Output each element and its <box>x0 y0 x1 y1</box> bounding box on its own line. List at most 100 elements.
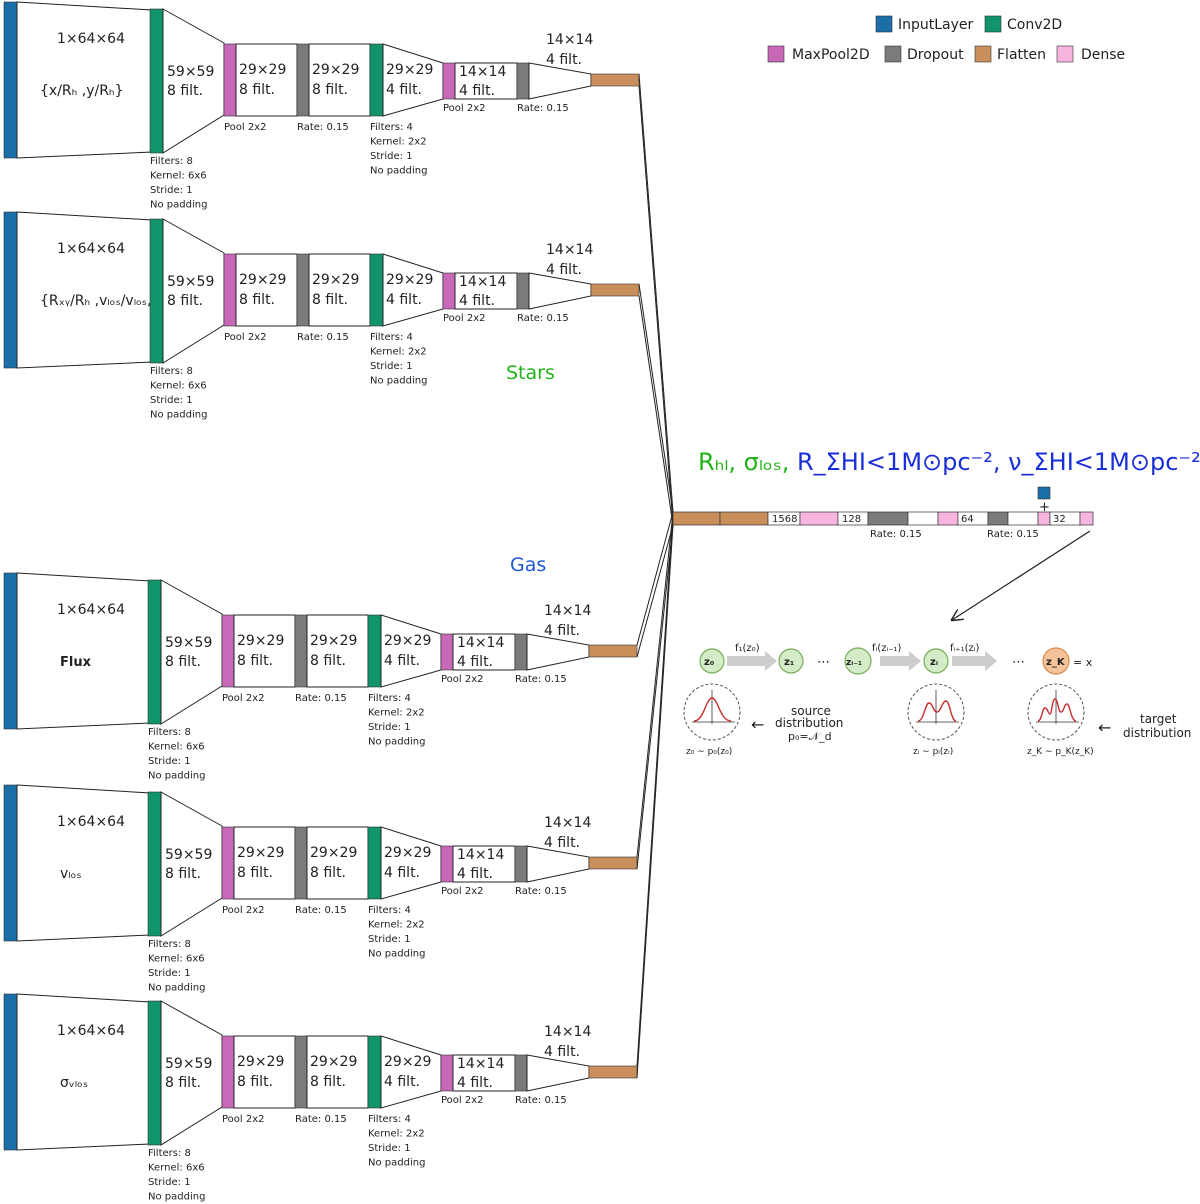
legend-label-conv2d: Conv2D <box>1007 17 1062 33</box>
normalizing-flow: f₁(z₀) fᵢ(zᵢ₋₁) fᵢ₊₁(zᵢ) z₀ z₁ ⋯ zᵢ₋₁ zᵢ… <box>683 643 1191 757</box>
dense-head: 1568 128 64 32 Rate: 0.15 Rate: 0.15 + <box>672 486 1094 540</box>
flow-node-z0-label: z₀ <box>704 657 714 668</box>
conv1-param-label: Stride: 1 <box>150 185 193 196</box>
target-distribution-plot <box>1027 683 1085 741</box>
cnn-branch: 1×64×64{Rₓᵧ/Rₕ ,vₗₒₛ/vₗₒₛ,₉₈}59×598 filt… <box>3 211 640 421</box>
conv2-out-shape: 29×29 <box>386 272 433 288</box>
pool2-label: Pool 2x2 <box>441 1095 484 1106</box>
conv2-out-shape: 29×29 <box>386 62 433 78</box>
conv2-param-label: No padding <box>370 376 427 387</box>
pool1-label: Pool 2x2 <box>224 122 267 133</box>
flow-ellipsis-2: ⋯ <box>1012 655 1025 670</box>
conv1-block <box>147 579 162 725</box>
pool1-out-shape: 29×29 <box>239 62 286 78</box>
legend-label-inputlayer: InputLayer <box>898 17 974 33</box>
final-out-shape: 14×14 <box>544 815 591 831</box>
cnn-branch: 1×64×64{x/Rₕ ,y/Rₕ}59×598 filt.Filters: … <box>3 1 640 211</box>
dropout2-block <box>514 1054 528 1092</box>
dropout1-out-filters: 8 filt. <box>312 82 348 98</box>
legend-item-maxpool2d: MaxPool2D <box>767 45 870 63</box>
converge-line <box>636 524 674 658</box>
conv1-out-shape: 59×59 <box>165 847 212 863</box>
legend-label-maxpool2d: MaxPool2D <box>792 47 870 63</box>
pool1-output-box <box>233 826 296 900</box>
source-distribution-plot <box>683 683 741 741</box>
dropout2-to-flatten-trapezoid <box>526 1054 590 1092</box>
head-empty-box-1 <box>907 511 939 526</box>
dropout1-block <box>294 1035 308 1109</box>
conv1-out-shape: 59×59 <box>167 274 214 290</box>
dropout2-block <box>516 62 530 100</box>
conv1-out-filters: 8 filt. <box>165 1075 201 1091</box>
dropout1-block <box>296 43 310 117</box>
conv1-param-label: Filters: 8 <box>148 727 191 738</box>
flow-arrow-3 <box>952 651 997 671</box>
pool2-block <box>440 845 454 883</box>
dropout1-block <box>296 253 310 327</box>
conv1-block <box>149 218 164 364</box>
source-dist-sample-label: z₀ ∼ p₀(z₀) <box>686 747 732 757</box>
pool2-block <box>440 633 454 671</box>
source-label-line-2: distribution <box>775 716 843 730</box>
final-out-filters: 4 filt. <box>544 1044 580 1060</box>
flow-arrow-1 <box>727 651 777 671</box>
conv1-to-pool-trapezoid <box>162 218 225 364</box>
pool2-out-shape: 14×14 <box>457 635 504 651</box>
head-dropout-block-1 <box>867 511 909 526</box>
intermediate-dist-circle <box>907 683 965 741</box>
legend-item-flatten: Flatten <box>974 45 1046 63</box>
dropout1-out-filters: 8 filt. <box>310 865 346 881</box>
dropout2-to-flatten-trapezoid <box>526 633 590 671</box>
intermediate-dist-curve <box>917 700 957 722</box>
pool1-output-box <box>235 253 298 327</box>
conv1-param-label: Stride: 1 <box>148 1177 191 1188</box>
dropout2-to-flatten-trapezoid <box>528 62 592 100</box>
pool1-out-shape: 29×29 <box>237 1054 284 1070</box>
input-shape-label: 1×64×64 <box>57 31 125 47</box>
legend-item-inputlayer: InputLayer <box>875 15 974 33</box>
dropout1-label: Rate: 0.15 <box>295 905 347 916</box>
dropout1-block <box>294 826 308 900</box>
conv1-to-pool-trapezoid <box>160 1000 223 1146</box>
head-dense-block-2 <box>937 511 959 526</box>
target-label-line-1: target <box>1140 712 1177 726</box>
conv1-param-label: Stride: 1 <box>148 756 191 767</box>
legend-label-flatten: Flatten <box>997 47 1046 63</box>
dropout1-out-shape: 29×29 <box>312 62 359 78</box>
head-dense-1568-label: 1568 <box>772 514 797 525</box>
flow-ellipsis-1: ⋯ <box>817 655 830 670</box>
dropout1-label: Rate: 0.15 <box>297 332 349 343</box>
converge-line <box>636 524 674 870</box>
conv1-param-label: No padding <box>150 410 207 421</box>
conv1-param-label: No padding <box>150 200 207 211</box>
flow-arrow-label-1: f₁(z₀) <box>735 643 760 654</box>
final-out-filters: 4 filt. <box>544 835 580 851</box>
flow-node-z0 <box>699 648 725 674</box>
head-flatten-block-2 <box>719 511 769 526</box>
conv2-out-filters: 4 filt. <box>386 82 422 98</box>
output-params-gas: R_ΣHI<1M⊙pc⁻², ν_ΣHI<1M⊙pc⁻², σₗₒₛ <box>797 448 1200 476</box>
head-empty-box-2 <box>1007 511 1039 526</box>
flow-node-zi-label: zᵢ <box>930 657 938 668</box>
converge-line <box>636 511 674 858</box>
conv1-to-pool-trapezoid <box>160 791 223 937</box>
input-layer-block <box>3 784 18 942</box>
input-variable-label: {x/Rₕ ,y/Rₕ} <box>40 83 124 99</box>
pool1-label: Pool 2x2 <box>222 1114 265 1125</box>
conv1-out-filters: 8 filt. <box>167 83 203 99</box>
conv1-param-label: Filters: 8 <box>148 1148 191 1159</box>
output-params-title: Rₕₗ, σₗₒₛ, R_ΣHI<1M⊙pc⁻², ν_ΣHI<1M⊙pc⁻²,… <box>698 448 1200 476</box>
conv2-out-filters: 4 filt. <box>386 292 422 308</box>
extra-input-square <box>1037 486 1051 500</box>
legend-label-dense: Dense <box>1081 47 1125 63</box>
dropout2-label: Rate: 0.15 <box>515 674 567 685</box>
conv2-out-filters: 4 filt. <box>384 865 420 881</box>
legend-swatch-dropout <box>884 45 902 63</box>
legend-item-dropout: Dropout <box>884 45 964 63</box>
dropout1-output-box <box>306 1035 369 1109</box>
conv1-to-pool-trapezoid <box>160 579 223 725</box>
conv1-out-shape: 59×59 <box>167 64 214 80</box>
pool1-out-filters: 8 filt. <box>237 653 273 669</box>
conv1-param-label: No padding <box>148 1192 205 1203</box>
